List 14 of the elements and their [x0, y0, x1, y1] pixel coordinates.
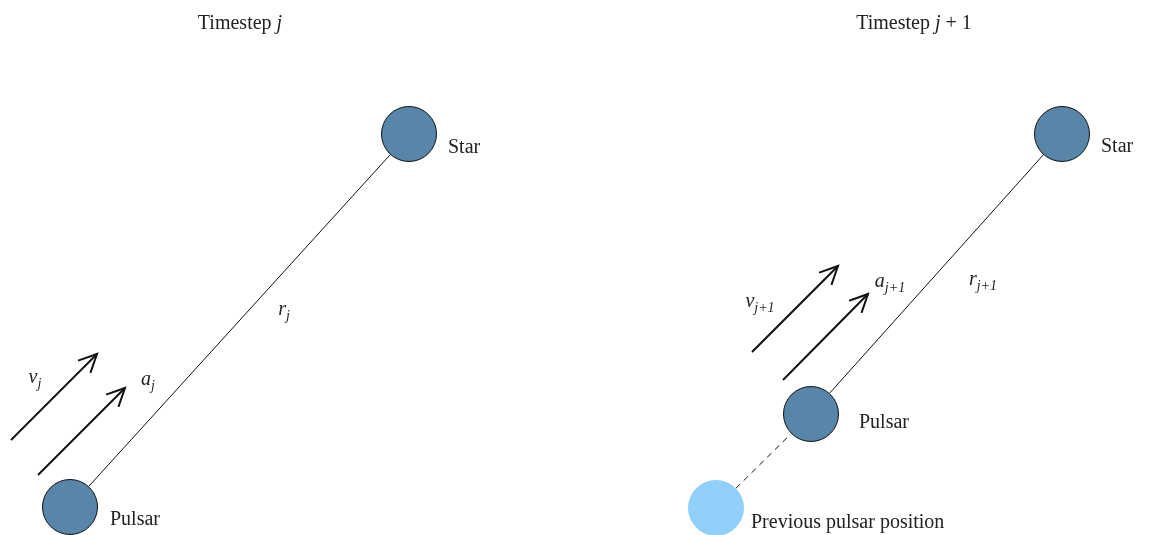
body-circle — [381, 106, 437, 162]
ghost-circle — [688, 480, 744, 535]
body-caption: Previous pulsar position — [751, 510, 945, 532]
body-caption: Pulsar — [859, 410, 909, 432]
connector-line — [88, 154, 391, 487]
body-circle — [42, 479, 98, 535]
body-circle — [1034, 106, 1090, 162]
body-caption: Pulsar — [110, 507, 160, 529]
connector-line — [829, 154, 1044, 394]
timestep-heading: Timestep j — [197, 11, 283, 33]
body-caption: Star — [448, 135, 481, 157]
body-caption: Star — [1101, 134, 1134, 156]
timestep-heading: Timestep j + 1 — [856, 11, 972, 33]
body-circle — [783, 386, 839, 442]
